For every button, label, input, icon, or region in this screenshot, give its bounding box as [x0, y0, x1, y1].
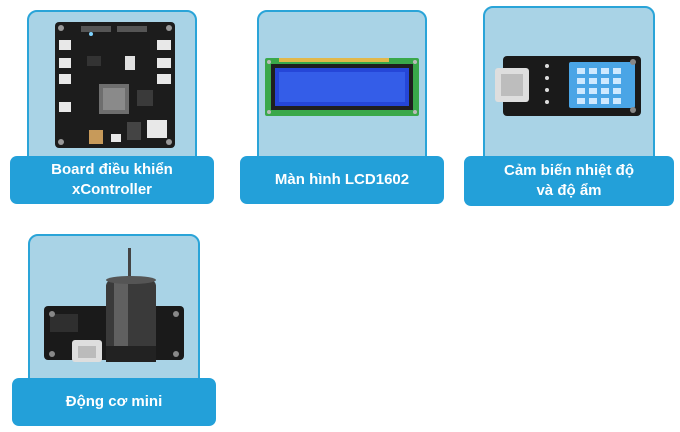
temperature-humidity-sensor-image — [495, 56, 641, 116]
module-card-xcontroller[interactable]: Board điều khiển xController — [0, 0, 220, 210]
module-label-xcontroller[interactable]: Board điều khiển xController — [10, 156, 214, 204]
module-label-lcd1602[interactable]: Màn hình LCD1602 — [240, 156, 444, 204]
module-label-line1: Động cơ mini — [65, 393, 163, 410]
module-label-line1: Cảm biến nhiệt độ — [503, 162, 634, 179]
module-label-line2: và độ ẩm — [536, 182, 602, 199]
module-tile-temp-humidity-sensor[interactable] — [483, 6, 655, 180]
module-label-temp-humidity-sensor[interactable]: Cảm biến nhiệt độ và độ ẩm — [464, 156, 674, 206]
module-tile-mini-motor[interactable] — [28, 234, 200, 404]
module-card-mini-motor[interactable]: Động cơ mini — [0, 228, 220, 432]
lcd1602-image — [265, 58, 419, 116]
module-card-temp-humidity-sensor[interactable]: Cảm biến nhiệt độ và độ ẩm — [456, 0, 680, 210]
module-card-lcd1602[interactable]: Màn hình LCD1602 — [230, 0, 450, 210]
mini-motor-image — [44, 248, 184, 362]
module-tile-lcd1602[interactable] — [257, 10, 427, 180]
module-label-line1: Board điều khiển — [51, 161, 173, 178]
controller-board-image — [55, 22, 175, 148]
module-label-line1: Màn hình LCD1602 — [274, 171, 410, 188]
module-label-mini-motor[interactable]: Động cơ mini — [12, 378, 216, 426]
module-tile-xcontroller[interactable] — [27, 10, 197, 180]
module-label-line2: xController — [71, 181, 152, 198]
